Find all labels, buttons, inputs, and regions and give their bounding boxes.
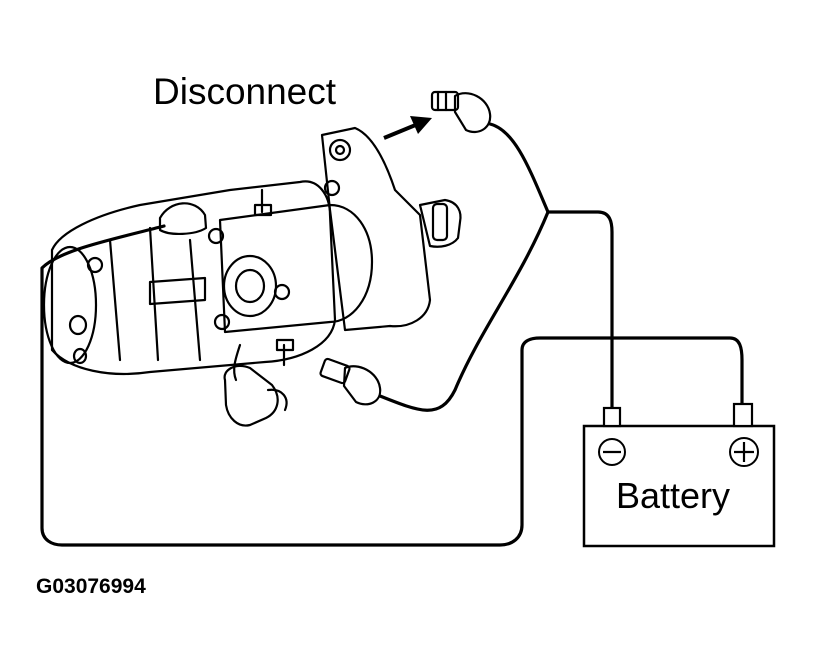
battery-negative-icon [598, 438, 626, 466]
figure-code: G03076994 [36, 575, 146, 598]
wire-upper-plug-to-junction [488, 122, 550, 214]
upper-disconnected-plug [430, 90, 492, 134]
starter-motor [42, 126, 462, 427]
battery-label: Battery [616, 475, 730, 516]
battery: Battery [582, 402, 776, 548]
wire-starter-to-battery-positive [40, 224, 744, 547]
disconnect-arrow [383, 116, 432, 140]
battery-positive-icon [729, 437, 759, 467]
wire-junction-to-lower-plug [378, 210, 550, 412]
battery-positive-post [732, 402, 754, 428]
wiring [40, 122, 744, 547]
wire-junction-to-battery-negative [546, 210, 614, 410]
battery-negative-post [602, 406, 622, 428]
lower-disconnected-plug [319, 357, 382, 406]
disconnect-label: Disconnect [153, 71, 337, 112]
battery-case [582, 424, 776, 548]
